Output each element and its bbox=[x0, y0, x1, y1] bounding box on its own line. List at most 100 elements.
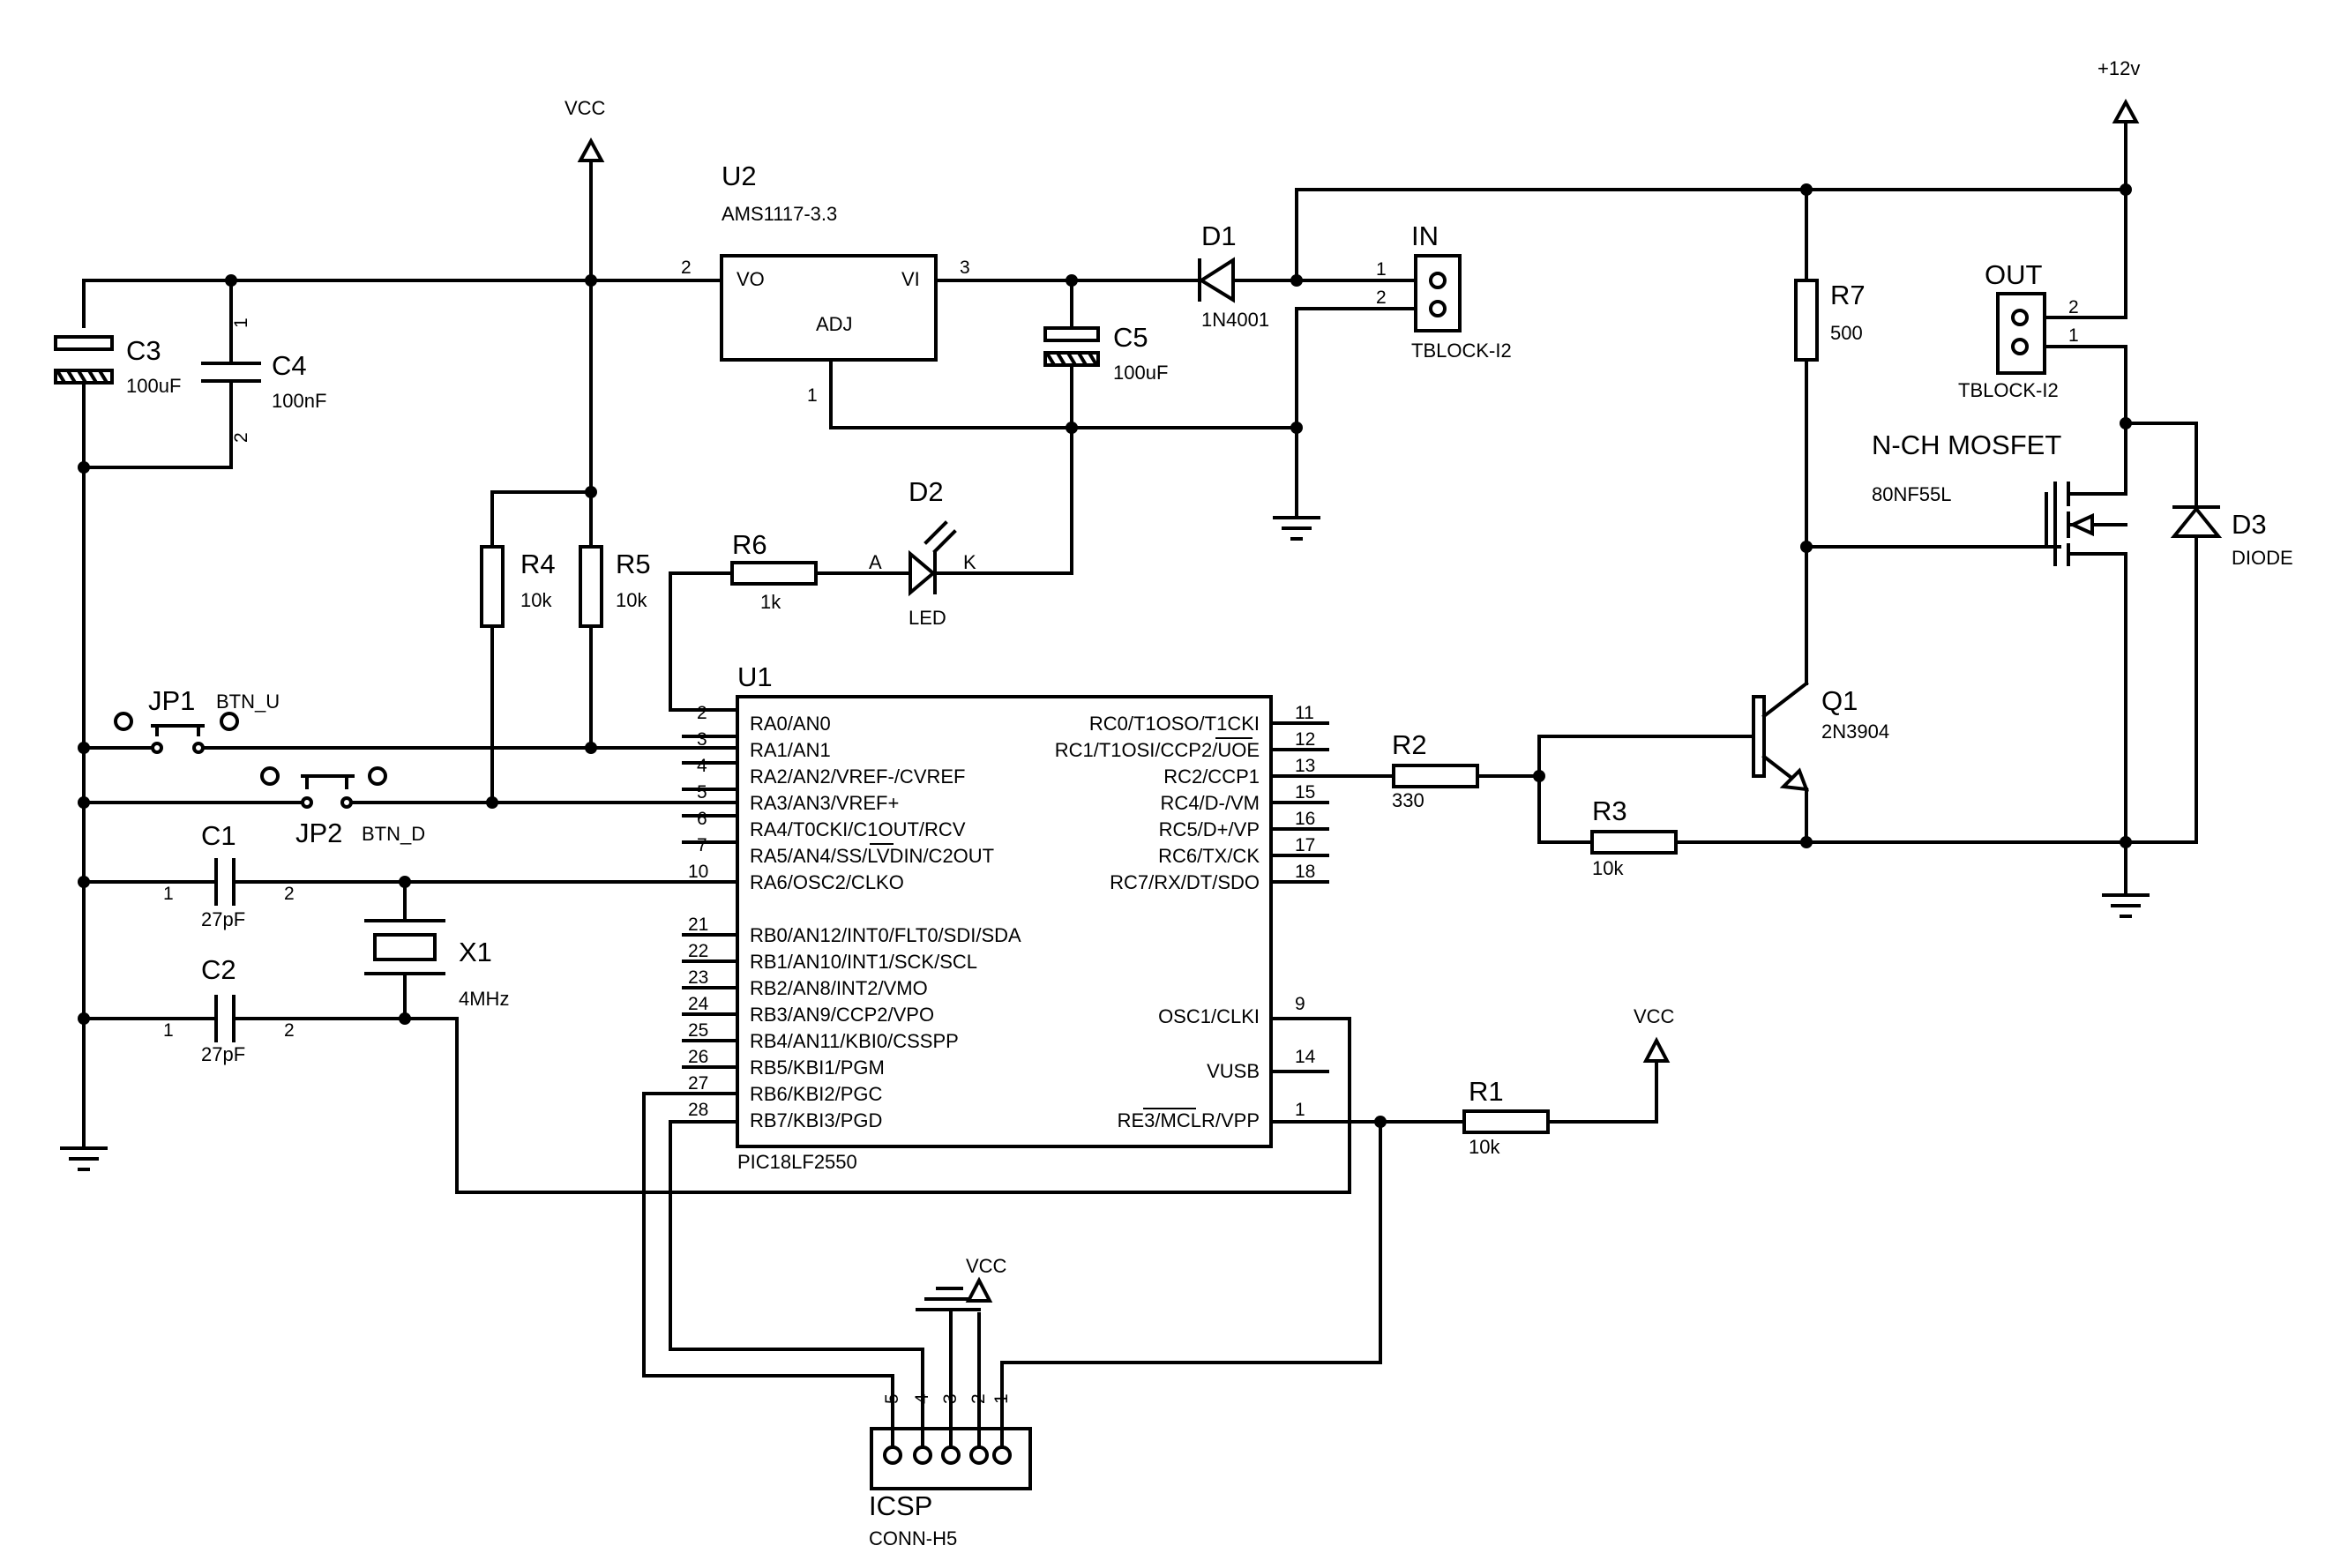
c4-pin2: 2 bbox=[231, 432, 251, 443]
c5-ref: C5 bbox=[1113, 322, 1148, 353]
r6-ref: R6 bbox=[732, 529, 767, 560]
u1-ref: U1 bbox=[737, 661, 773, 692]
r5-value: 10k bbox=[616, 589, 647, 611]
u1-pin-num: 10 bbox=[688, 862, 708, 882]
c3-ref: C3 bbox=[126, 335, 161, 366]
d2-ref: D2 bbox=[909, 476, 944, 507]
jp1-ref: JP1 bbox=[148, 685, 195, 716]
c3-value: 100uF bbox=[126, 375, 181, 397]
c4-pin1: 1 bbox=[231, 317, 251, 328]
u2-pin-vo-num: 2 bbox=[681, 258, 692, 278]
u2-pin-vo: VO bbox=[737, 268, 765, 290]
q1-value: 2N3904 bbox=[1821, 721, 1889, 743]
x1-ref: X1 bbox=[459, 937, 492, 967]
d2-pin-a: A bbox=[869, 551, 882, 573]
r1-ref: R1 bbox=[1469, 1076, 1504, 1107]
vcc-icsp-label: VCC bbox=[966, 1255, 1007, 1277]
icsp-connector bbox=[870, 1276, 1032, 1490]
icsp-pin-num: 4 bbox=[912, 1393, 932, 1404]
r1-resistor bbox=[1000, 1036, 1671, 1391]
d1-diode bbox=[1070, 188, 2127, 518]
icsp-part: CONN-H5 bbox=[869, 1527, 957, 1549]
r7-resistor bbox=[1794, 188, 2061, 549]
r3-ref: R3 bbox=[1592, 795, 1627, 826]
c1-pin2: 2 bbox=[284, 884, 295, 904]
d2-pin-k: K bbox=[963, 551, 976, 573]
d3-ref: D3 bbox=[2232, 509, 2267, 540]
r2-value: 330 bbox=[1392, 789, 1424, 811]
c2-capacitor bbox=[82, 995, 1351, 1194]
u1-pin-name: RC7/RX/DT/SDO bbox=[1110, 871, 1260, 893]
conn-in-part: TBLOCK-I2 bbox=[1411, 340, 1512, 362]
ground-mid-symbol bbox=[1273, 516, 1320, 541]
u2-regulator bbox=[720, 254, 1298, 429]
u1-pin-num: 5 bbox=[697, 782, 707, 803]
u1-pin-name: RC0/T1OSO/T1CKI bbox=[1089, 713, 1260, 735]
u1-pin-name: RB2/AN8/INT2/VMO bbox=[750, 977, 928, 999]
d3-diode bbox=[2124, 422, 2223, 844]
u1-left-pins: 2 RA0/AN0 3 RA1/AN1 4 RA2/AN2/VREF-/CVRE… bbox=[688, 703, 1021, 1131]
u1-pin-num: 13 bbox=[1295, 756, 1315, 776]
conn-out-block bbox=[1996, 292, 2127, 425]
u1-pin-name: RA5/AN4/SS/LVDIN/C2OUT bbox=[750, 845, 994, 867]
u1-pin-name: RC6/TX/CK bbox=[1158, 845, 1260, 867]
u1-pin-num: 3 bbox=[697, 729, 707, 750]
r5-resistor bbox=[579, 545, 603, 628]
pin-overlines bbox=[870, 737, 1252, 1109]
c2-value: 27pF bbox=[201, 1043, 245, 1065]
conn-in-block bbox=[1414, 254, 1462, 332]
u1-pin-num: 1 bbox=[1295, 1100, 1305, 1120]
u1-pin-num: 7 bbox=[697, 835, 707, 855]
r5-ref: R5 bbox=[616, 549, 651, 579]
vcc-r1-label: VCC bbox=[1634, 1005, 1675, 1027]
u1-pin-name: RB7/KBI3/PGD bbox=[750, 1109, 882, 1131]
u1-pin-num: 25 bbox=[688, 1020, 708, 1041]
c2-pin1: 1 bbox=[163, 1020, 174, 1041]
u1-pin-num: 11 bbox=[1295, 703, 1314, 723]
u1-pin-num: 14 bbox=[1295, 1047, 1316, 1067]
u2-pin-adj: ADJ bbox=[816, 313, 853, 335]
plus12v-label: +12v bbox=[2097, 57, 2140, 79]
conn-out-part: TBLOCK-I2 bbox=[1958, 379, 2059, 401]
conn-out-ref: OUT bbox=[1985, 259, 2043, 290]
u1-pin-name: RC2/CCP1 bbox=[1163, 765, 1260, 788]
conn-in-pin1: 1 bbox=[1376, 259, 1387, 280]
u1-pin-name: RA3/AN3/VREF+ bbox=[750, 792, 899, 814]
d1-ref: D1 bbox=[1201, 220, 1237, 251]
c3-capacitor bbox=[54, 335, 114, 399]
r2-ref: R2 bbox=[1392, 729, 1427, 760]
icsp-pin-num: 2 bbox=[968, 1393, 989, 1404]
u1-pin-num: 21 bbox=[688, 915, 708, 935]
u1-pin-name: RB0/AN12/INT0/FLT0/SDI/SDA bbox=[750, 924, 1021, 946]
r2-resistor bbox=[1392, 735, 2127, 855]
r1-value: 10k bbox=[1469, 1136, 1500, 1158]
u1-pin-name: VUSB bbox=[1207, 1060, 1260, 1082]
q1-transistor bbox=[1752, 545, 1810, 844]
d3-value: DIODE bbox=[2232, 547, 2293, 569]
plus12v-symbol bbox=[2043, 98, 2140, 319]
icsp-pin-numbers: 5 4 3 2 1 bbox=[882, 1393, 1012, 1404]
u1-pin-num: 16 bbox=[1295, 809, 1315, 829]
u1-right-pin-stubs bbox=[1269, 721, 1470, 1124]
c2-ref: C2 bbox=[201, 954, 236, 985]
vcc-top-label: VCC bbox=[565, 97, 606, 119]
r4-resistor bbox=[480, 545, 505, 628]
u1-pin-name: RB5/KBI1/PGM bbox=[750, 1057, 885, 1079]
conn-out-pin1: 1 bbox=[2068, 325, 2079, 346]
jp2-label: BTN_D bbox=[362, 823, 425, 845]
u2-part: AMS1117-3.3 bbox=[722, 203, 837, 225]
u2-ref: U2 bbox=[722, 161, 757, 191]
c1-capacitor bbox=[82, 858, 739, 906]
c1-value: 27pF bbox=[201, 908, 245, 930]
ground-right-symbol bbox=[2102, 840, 2150, 918]
u1-pin-name: RB3/AN9/CCP2/VPO bbox=[750, 1004, 934, 1026]
q1-ref: Q1 bbox=[1821, 685, 1858, 716]
ground-left-symbol bbox=[60, 1145, 108, 1171]
c4-capacitor bbox=[201, 279, 261, 469]
u1-pin-name: RB6/KBI2/PGC bbox=[750, 1083, 883, 1105]
r7-ref: R7 bbox=[1830, 280, 1866, 310]
jp2-ref: JP2 bbox=[295, 818, 342, 848]
c4-value: 100nF bbox=[272, 390, 326, 412]
